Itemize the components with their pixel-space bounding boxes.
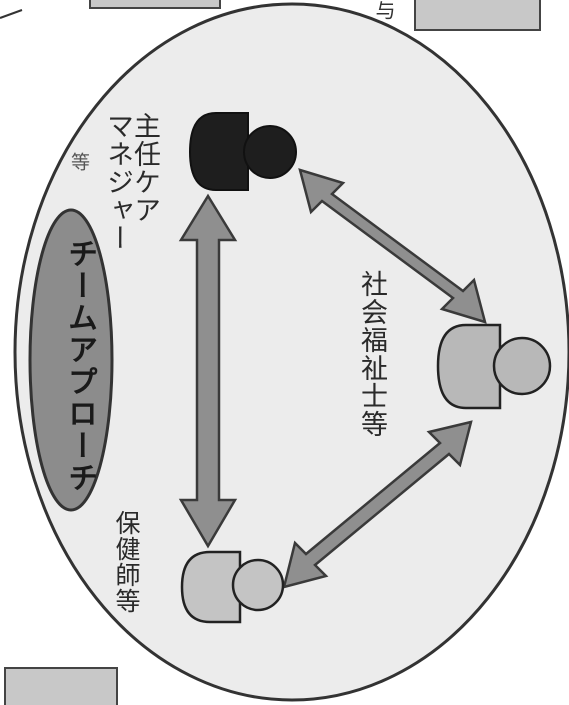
public-health-nurse-label: 保健師等 [112, 510, 141, 614]
care-manager-label-line2: マネジャー [102, 112, 133, 252]
social-worker-icon [436, 323, 552, 410]
care-manager-label-line1: 主任ケア [129, 112, 160, 224]
top-left-box [89, 0, 221, 9]
bottom-left-box [4, 667, 118, 705]
arrow-caremanager-socialworker [298, 168, 487, 324]
top-fragment-text: 与 [372, 0, 396, 21]
team-approach-badge [28, 208, 114, 512]
arrow-caremanager-nurse [178, 193, 238, 549]
team-approach-label: チームアプローチ [62, 238, 97, 494]
care-manager-label-suffix: 等 [68, 152, 90, 172]
team-ellipse [13, 2, 569, 702]
care-manager-icon [188, 112, 297, 191]
public-health-nurse-icon [180, 550, 285, 624]
fragment-line [0, 9, 23, 19]
top-right-box [414, 0, 541, 31]
social-worker-label: 社会福祉士等 [356, 270, 387, 438]
